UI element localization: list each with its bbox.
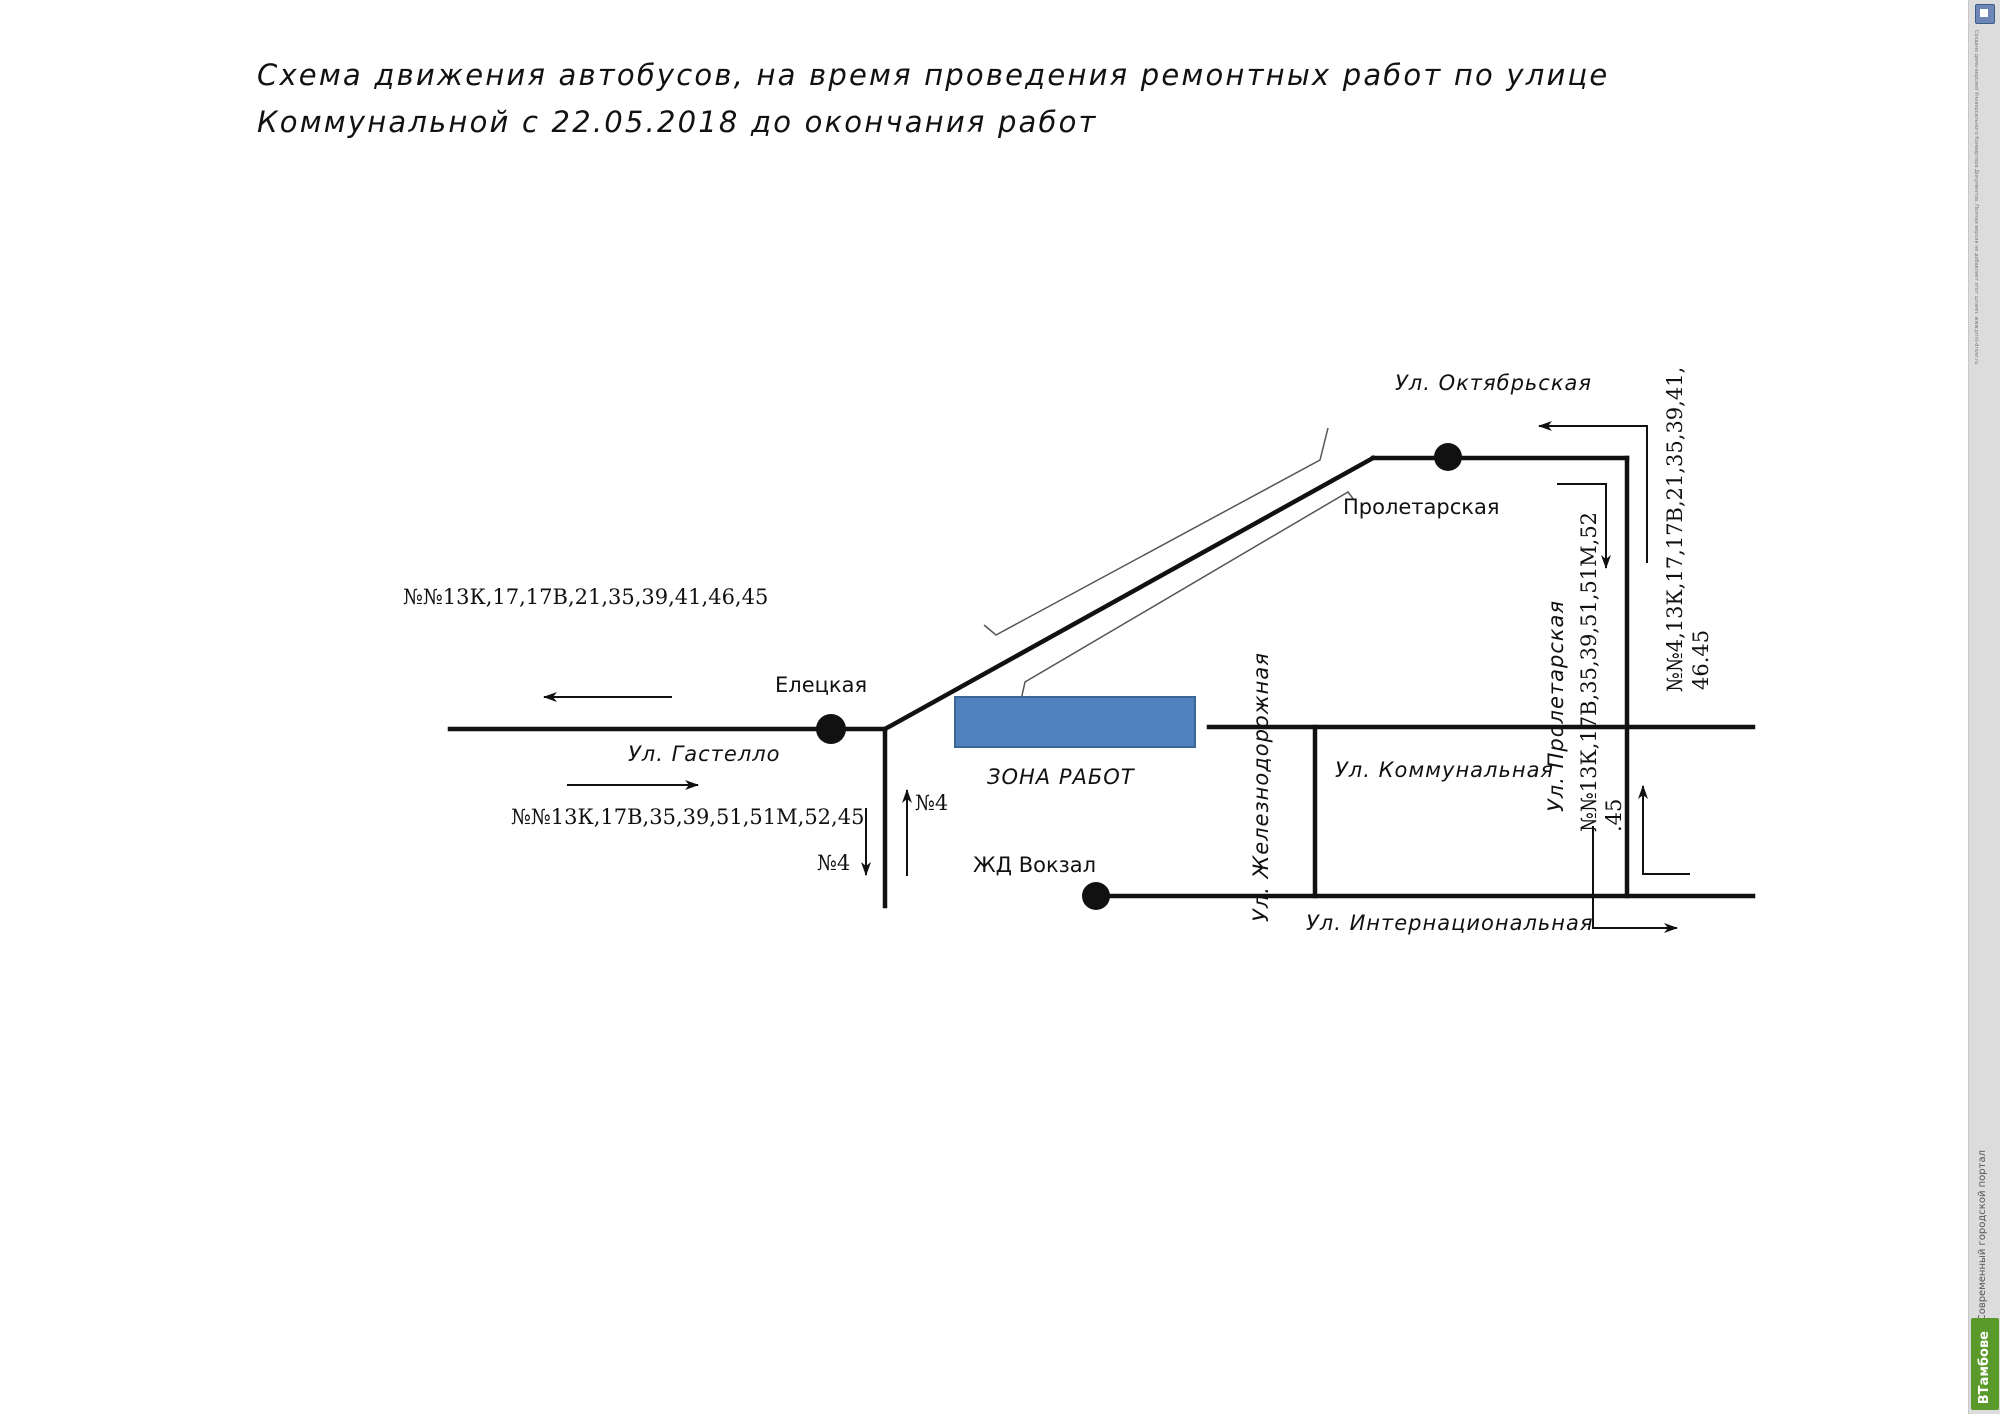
portal-logo[interactable]: ВТамбове <box>1971 1318 1999 1410</box>
label-routes-right-up-2: 46.45 <box>1689 630 1713 690</box>
label-route-no4-left: №4 <box>817 851 850 875</box>
roads <box>447 454 1756 909</box>
converter-disclaimer: Создано демо-версией Универсального Конв… <box>1973 30 1995 400</box>
label-routes-proletarskaya-down-2: .45 <box>1602 799 1626 832</box>
stops <box>816 443 1462 910</box>
label-stop-eletskaya: Елецкая <box>775 673 867 697</box>
label-stop-zd-vokzal: ЖД Вокзал <box>973 853 1096 877</box>
converter-sidebar: Создано демо-версией Универсального Конв… <box>1968 0 2000 1414</box>
page-title: Схема движения автобусов, на время прове… <box>257 58 1610 139</box>
arrow-top-left-return <box>1538 421 1648 563</box>
label-oktyabrskaya: Ул. Октябрьская <box>1395 371 1592 395</box>
stop-proletarskaya-marker <box>1434 443 1462 471</box>
label-routes-proletarskaya-down: №№13К,17В,35,39,51,51М,52 <box>1577 512 1601 832</box>
portal-logo-text: ВТамбове <box>1977 1330 1992 1404</box>
label-gastello: Ул. Гастелло <box>628 742 781 766</box>
label-routes-bottom-left: №№13К,17В,35,39,51,51М,52,45 <box>511 805 864 829</box>
label-internatsionalnaya: Ул. Интернациональная <box>1306 911 1594 935</box>
direction-arrows <box>543 421 1690 933</box>
label-routes-top-left: №№13К,17,17В,21,35,39,41,46,45 <box>403 585 768 609</box>
document-icon <box>1975 4 1995 24</box>
road-diagonal <box>881 454 1377 733</box>
portal-caption: Современный городской портал <box>1977 1150 1993 1321</box>
work-zone <box>954 696 1196 748</box>
label-route-no4-right: №4 <box>915 791 948 815</box>
label-stop-proletarskaya: Пролетарская <box>1343 495 1499 519</box>
label-work-zone: ЗОНА РАБОТ <box>987 765 1136 789</box>
arrow-up-right <box>1638 785 1690 875</box>
disclaimer-text: Создано демо-версией Универсального Конв… <box>1973 30 1979 365</box>
arrow-down-then-right <box>1592 826 1678 933</box>
label-routes-right-up-1: №№4,13К,17,17В,21,35,39,41, <box>1663 367 1687 692</box>
label-zheleznodorozhnaya: Ул. Железнодорожная <box>1249 652 1273 922</box>
detour-outline <box>983 427 1355 701</box>
stop-eletskaya-marker <box>816 714 846 744</box>
arrow-down-proletarskaya <box>1557 483 1611 569</box>
label-proletarskaya-street: Ул. Пролетарская <box>1544 600 1568 812</box>
stop-zd-vokzal-marker <box>1082 882 1110 910</box>
portal-text: Современный городской портал <box>1977 1150 1988 1322</box>
label-kommunalnaya: Ул. Коммунальная <box>1335 758 1554 782</box>
